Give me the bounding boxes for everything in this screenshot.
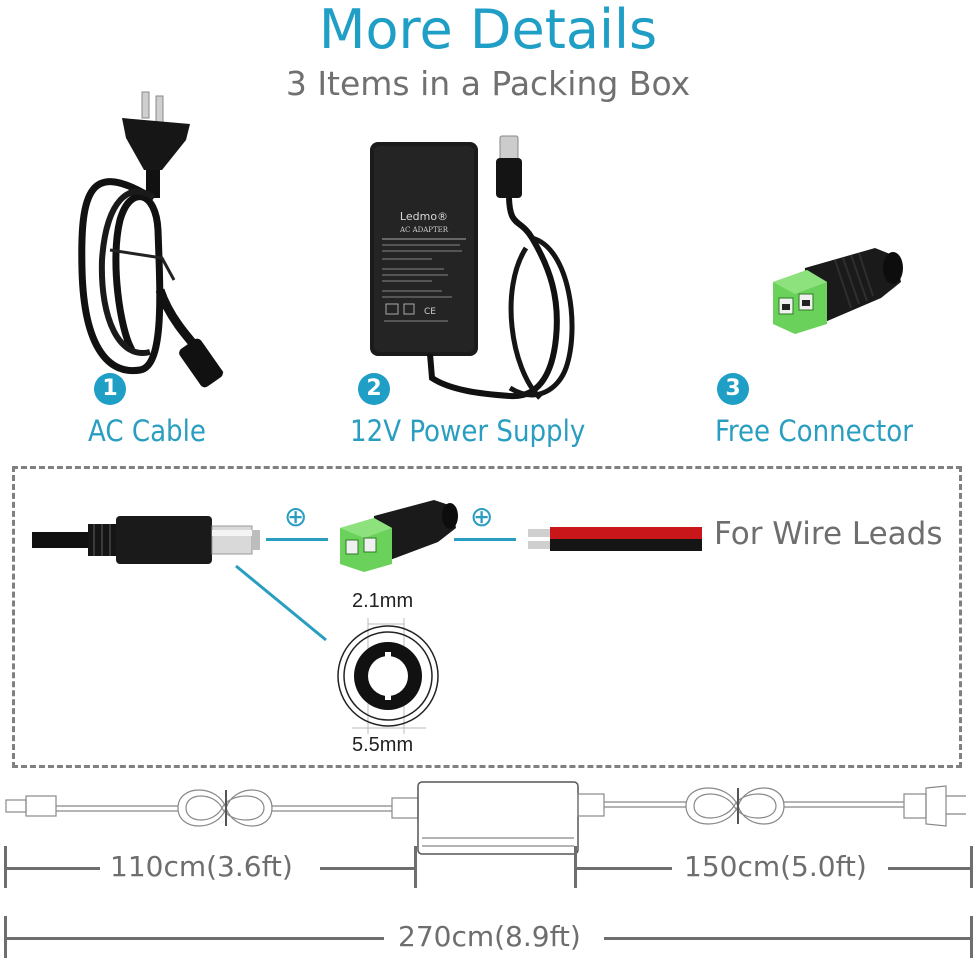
adapter-type: AC ADAPTER [399,226,449,234]
dc-cable-length: 110cm(3.6ft) [110,850,293,883]
pointer-line [235,564,327,642]
connector-line-2 [454,538,516,541]
item-3-label: Free Connector [715,414,913,448]
dim-tick-adapter-left [414,846,417,888]
page-title: More Details [318,0,658,61]
connection-diagram-box [12,466,962,768]
inner-diameter-label: 2.1mm [352,590,414,612]
adapter-brand: Ledmo® [400,210,448,223]
ac-cable-length: 150cm(5.0ft) [684,850,867,883]
dim-tick-right [970,846,973,888]
total-length: 270cm(8.9ft) [398,920,581,953]
total-line-right [604,937,972,940]
dim-line-ac-left [574,867,672,870]
connector-line-1 [266,538,328,541]
barrel-cross-section-icon [337,618,439,734]
page-subtitle: 3 Items in a Packing Box [285,64,691,103]
item-3-number-badge: 3 [717,373,749,405]
item-2-label: 12V Power Supply [350,414,586,448]
item-1-label: AC Cable [88,414,206,448]
item-2-number-badge: 2 [358,373,390,405]
ac-cable-image [78,91,224,388]
dim-line-ac-right [888,867,972,870]
plus-symbol-1: ⊕ [284,500,308,533]
total-tick-right [970,916,973,958]
cable-line-drawing [5,781,966,855]
dim-line-dc-right [320,867,416,870]
wire-leads-label: For Wire Leads [714,516,943,552]
svg-text:CE: CE [424,307,436,317]
power-adapter-image: Ledmo® AC ADAPTER CE [370,135,575,400]
total-line-left [4,937,384,940]
wire-leads-icon [528,527,702,551]
dc-male-plug-icon [32,516,260,564]
plus-symbol-2: ⊕ [470,500,494,533]
dc-connector-image [773,248,903,334]
outer-diameter-label: 5.5mm [352,734,414,756]
dim-line-dc-left [4,867,100,870]
dc-female-connector-icon [340,500,458,572]
item-1-number-badge: 1 [94,373,126,405]
